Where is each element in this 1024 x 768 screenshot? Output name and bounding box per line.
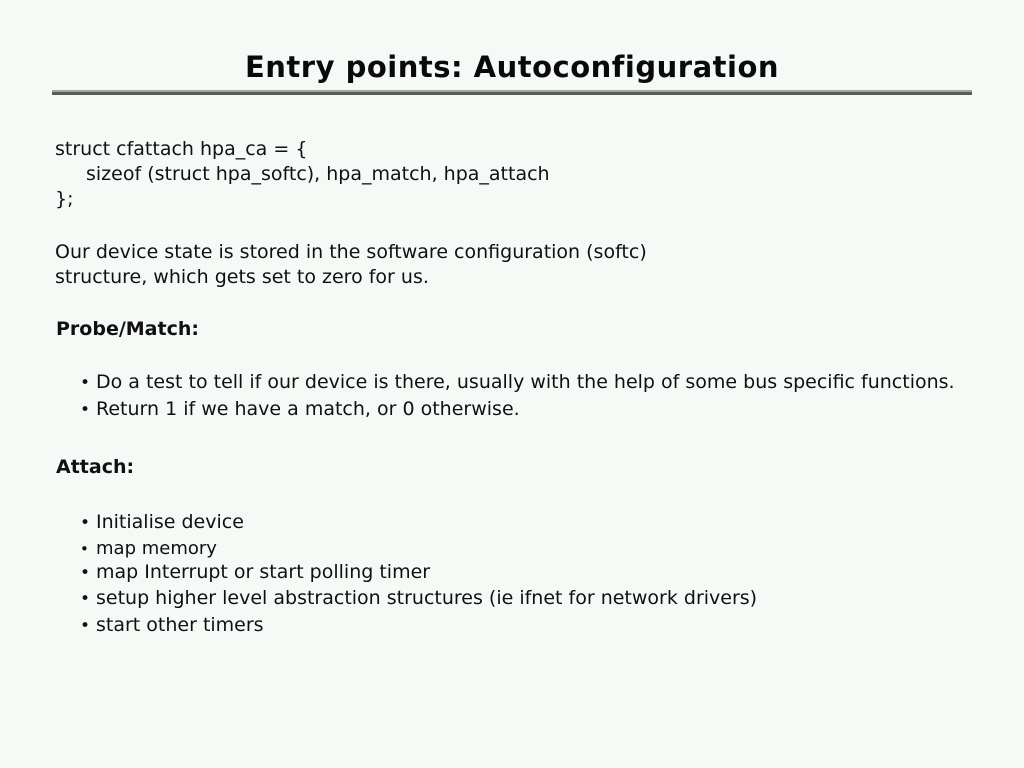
- list-item-label: Return 1 if we have a match, or 0 otherw…: [96, 398, 520, 420]
- list-item-label: start other timers: [96, 614, 264, 636]
- list-item: map Interrupt or start polling timer: [80, 561, 430, 583]
- section-heading-attach: Attach:: [56, 456, 135, 478]
- bullet-dot-icon: [80, 565, 96, 582]
- bullet-dot-icon: [80, 542, 96, 557]
- list-item-label: map Interrupt or start polling timer: [96, 561, 431, 583]
- list-item-label: Initialise device: [96, 511, 244, 533]
- divider-light-band: [52, 90, 972, 92]
- list-item: start other timers: [80, 614, 264, 636]
- code-line-2: sizeof (struct hpa_softc), hpa_match, hp…: [86, 163, 550, 185]
- paragraph-line-1: Our device state is stored in the softwa…: [55, 241, 647, 263]
- section-heading-probe-match: Probe/Match:: [56, 318, 199, 340]
- bullet-dot-icon: [80, 375, 96, 392]
- list-item-label: Do a test to tell if our device is there…: [96, 371, 955, 393]
- list-item-label: map memory: [96, 538, 217, 559]
- list-item-label: setup higher level abstraction structure…: [96, 587, 758, 609]
- page-title: Entry points: Autoconfiguration: [244, 50, 780, 84]
- list-item: Do a test to tell if our device is there…: [80, 371, 955, 393]
- list-item: map memory: [80, 538, 217, 559]
- list-item: Return 1 if we have a match, or 0 otherw…: [80, 398, 520, 420]
- bullet-dot-icon: [80, 591, 96, 608]
- list-item: Initialise device: [80, 511, 244, 533]
- list-item: setup higher level abstraction structure…: [80, 587, 757, 609]
- code-line-1: struct cfattach hpa_ca = {: [55, 138, 308, 160]
- bullet-dot-icon: [80, 515, 96, 532]
- code-line-3: };: [55, 188, 74, 210]
- bullet-dot-icon: [80, 402, 96, 419]
- divider-dark-band: [52, 92, 972, 95]
- title-divider: [52, 90, 972, 95]
- paragraph-line-2: structure, which gets set to zero for us…: [55, 266, 429, 288]
- bullet-dot-icon: [80, 618, 96, 635]
